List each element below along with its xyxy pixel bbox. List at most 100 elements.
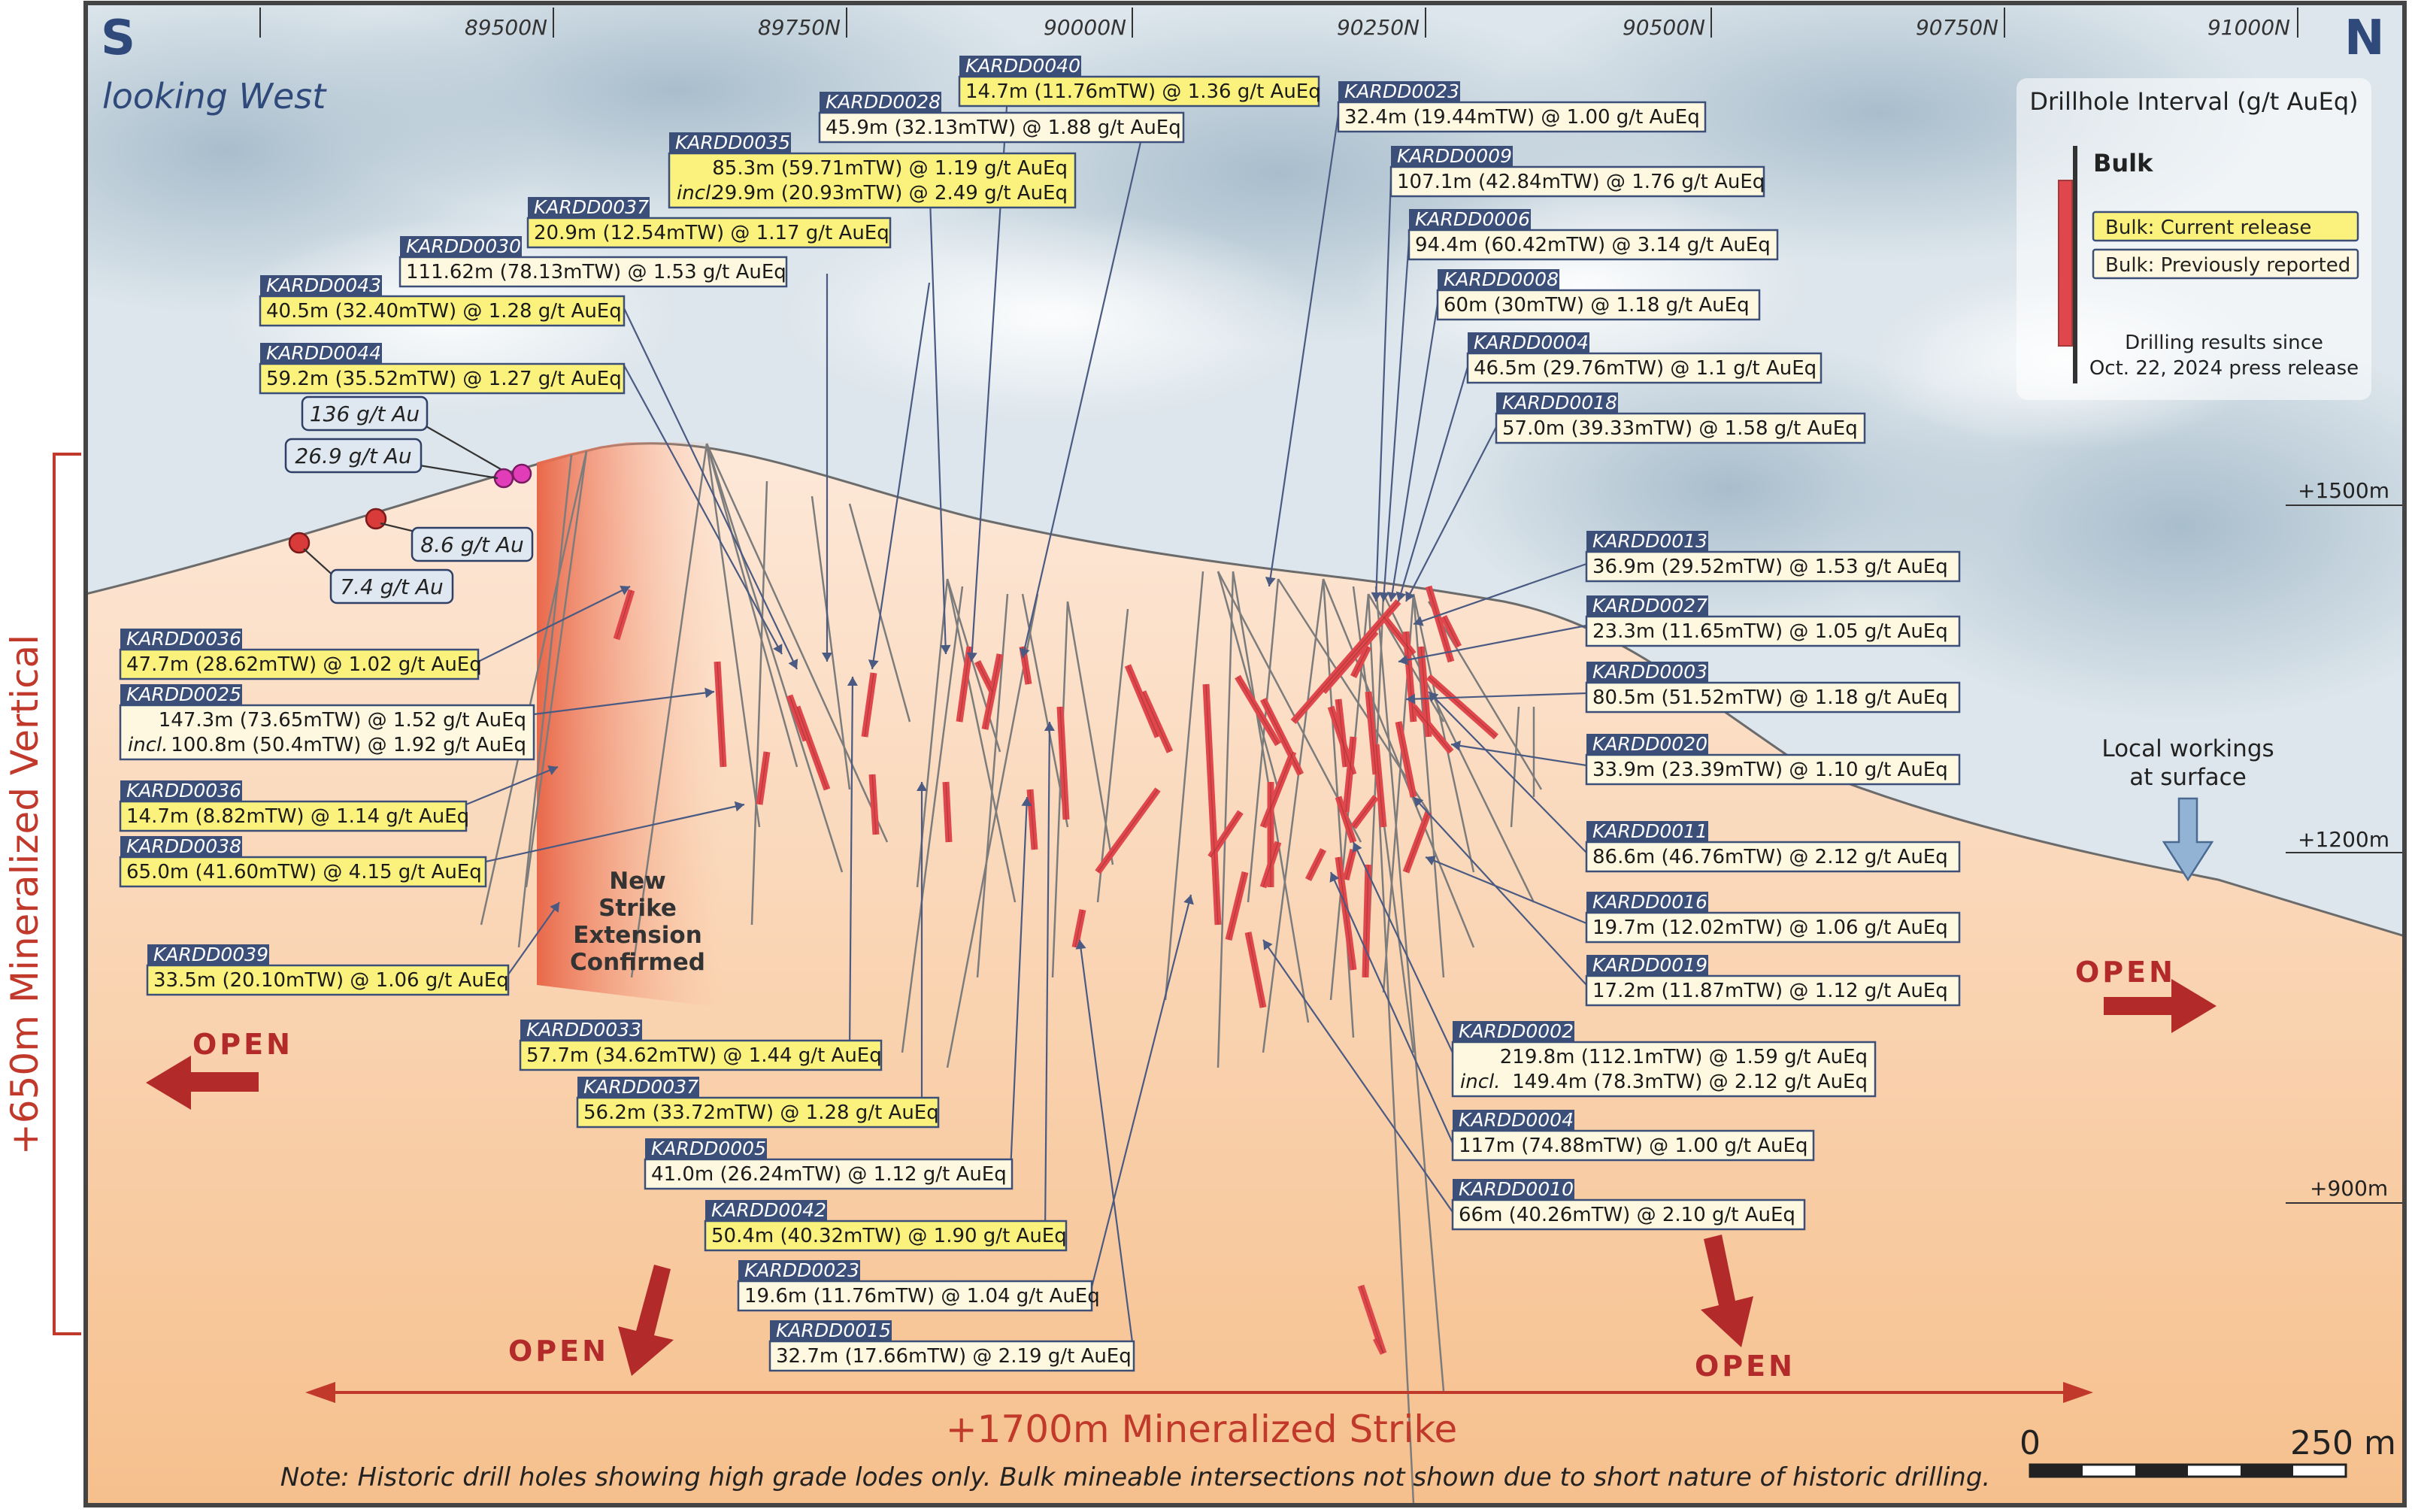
hole-id: KARDD0028 — [826, 91, 941, 113]
hole-id: KARDD0011 — [1592, 820, 1707, 842]
drill-interval-outline — [1345, 849, 1354, 880]
hole-id: KARDD0038 — [126, 835, 241, 857]
drill-interval-outline — [1420, 646, 1429, 738]
hole-id-tag — [400, 236, 522, 257]
drill-trace — [946, 578, 1017, 903]
tick-label: 90000N — [1044, 15, 1126, 40]
hole-id-tag — [1391, 146, 1513, 167]
leader-arrowhead — [1265, 577, 1276, 586]
leader-line — [1268, 114, 1340, 587]
scale-end: 250 m — [2290, 1424, 2396, 1462]
incl-prefix: incl. — [677, 182, 717, 205]
leader-line — [1389, 303, 1439, 602]
intercept-box — [1451, 1041, 1877, 1098]
leader-arrowhead — [788, 659, 798, 669]
intercept-box — [526, 217, 892, 249]
hole-id-tag — [1438, 269, 1559, 290]
hole-id: KARDD0020 — [1592, 733, 1707, 755]
hole-id: KARDD0044 — [266, 342, 381, 364]
drill-interval-outline — [1210, 811, 1241, 858]
drill-interval-outline — [984, 653, 1001, 730]
drill-interval-outline — [1205, 683, 1219, 926]
new-strike-line: Confirmed — [570, 949, 705, 976]
hole-id-tag — [120, 629, 242, 650]
north-label: N — [2344, 11, 2385, 66]
drill-interval-outline — [1247, 932, 1264, 1008]
leader-lines — [465, 94, 1587, 1354]
leader-line — [1374, 178, 1392, 602]
local-workings-note: Local workings at surface — [2101, 735, 2274, 882]
hole-id-tag — [1453, 1179, 1574, 1200]
intercept-box — [119, 856, 487, 888]
leader-line — [1413, 562, 1587, 626]
intercept-value: 47.7m (28.62mTW) @ 1.02 g/t AuEq — [126, 653, 482, 676]
leader-arrowhead — [550, 902, 559, 913]
drill-trace — [1374, 586, 1445, 1392]
intercept-box — [1585, 681, 1961, 714]
drill-trace — [480, 450, 588, 926]
intercept-value: 32.4m (19.44mTW) @ 1.00 g/t AuEq — [1344, 106, 1700, 129]
drill-trace — [1217, 571, 1280, 790]
drill-interval-outline — [1443, 616, 1459, 647]
intercept-value: 107.1m (42.84mTW) @ 1.76 g/t AuEq — [1397, 171, 1765, 193]
drill-interval-outline — [1262, 698, 1301, 775]
drill-interval-outline — [1330, 706, 1354, 775]
leader-arrowhead — [1405, 591, 1415, 601]
elevation-label: +1200m — [2298, 827, 2389, 852]
northing-ticks — [259, 8, 2298, 38]
drill-interval-outline — [1353, 646, 1369, 677]
drill-interval-outline — [1375, 1338, 1384, 1354]
hole-id-tag — [520, 1020, 642, 1041]
leader-line — [1262, 939, 1453, 1213]
hole-id-tag — [1586, 531, 1708, 552]
intercept-value: 19.7m (12.02mTW) @ 1.06 g/t AuEq — [1592, 917, 1948, 939]
hole-id-tag — [1496, 392, 1618, 414]
hole-id: KARDD0040 — [965, 55, 1080, 77]
leader-line — [1425, 856, 1587, 925]
leader-arrowhead — [1406, 693, 1416, 704]
drill-trace — [1427, 601, 1543, 790]
leader-arrowhead — [547, 765, 558, 776]
leader-line — [848, 676, 854, 1052]
drill-interval-outline — [789, 695, 807, 741]
leader-arrowhead — [1414, 797, 1424, 808]
elevation-markers: +1500m +1200m +900m — [2286, 478, 2404, 1204]
leader-arrowhead — [734, 801, 744, 812]
hole-id-tag — [1338, 81, 1460, 102]
hole-id: KARDD0005 — [651, 1138, 766, 1159]
hole-id: KARDD0009 — [1397, 145, 1512, 167]
leader-arrowhead — [773, 644, 783, 654]
legend-previous-swatch — [2092, 248, 2359, 280]
local-workings-line: at surface — [2129, 764, 2247, 791]
drill-interval-outline — [1338, 856, 1354, 971]
tick-label: 89500N — [465, 15, 547, 40]
open-label: OPEN — [508, 1335, 609, 1368]
intercept-value: 50.4m (40.32mTW) @ 1.90 g/t AuEq — [711, 1225, 1067, 1247]
drill-trace — [705, 443, 761, 828]
leader-arrowhead — [1183, 895, 1194, 905]
leader-line — [928, 177, 947, 655]
drill-trace — [1164, 571, 1204, 1001]
surface-samples: 136 g/t Au 26.9 g/t Au 8.6 g/t Au 7.4 g/… — [284, 395, 534, 604]
drill-interval-outline — [1059, 706, 1067, 820]
drill-interval-outline — [1428, 676, 1497, 738]
intercept-value: 33.5m (20.10mTW) @ 1.06 g/t AuEq — [153, 969, 509, 992]
surface-grade: 8.6 g/t Au — [420, 532, 523, 557]
leader-arrowhead — [1378, 592, 1389, 601]
leader-arrowhead — [1329, 872, 1340, 883]
hole-id: KARDD0015 — [776, 1320, 891, 1341]
drill-interval-outline — [1292, 601, 1399, 723]
hole-id-tag — [669, 132, 791, 153]
incl-prefix: incl. — [1460, 1071, 1501, 1093]
drill-interval-outline — [1405, 631, 1414, 723]
leader-arrowhead — [940, 644, 951, 654]
hole-id-tag — [577, 1077, 699, 1098]
